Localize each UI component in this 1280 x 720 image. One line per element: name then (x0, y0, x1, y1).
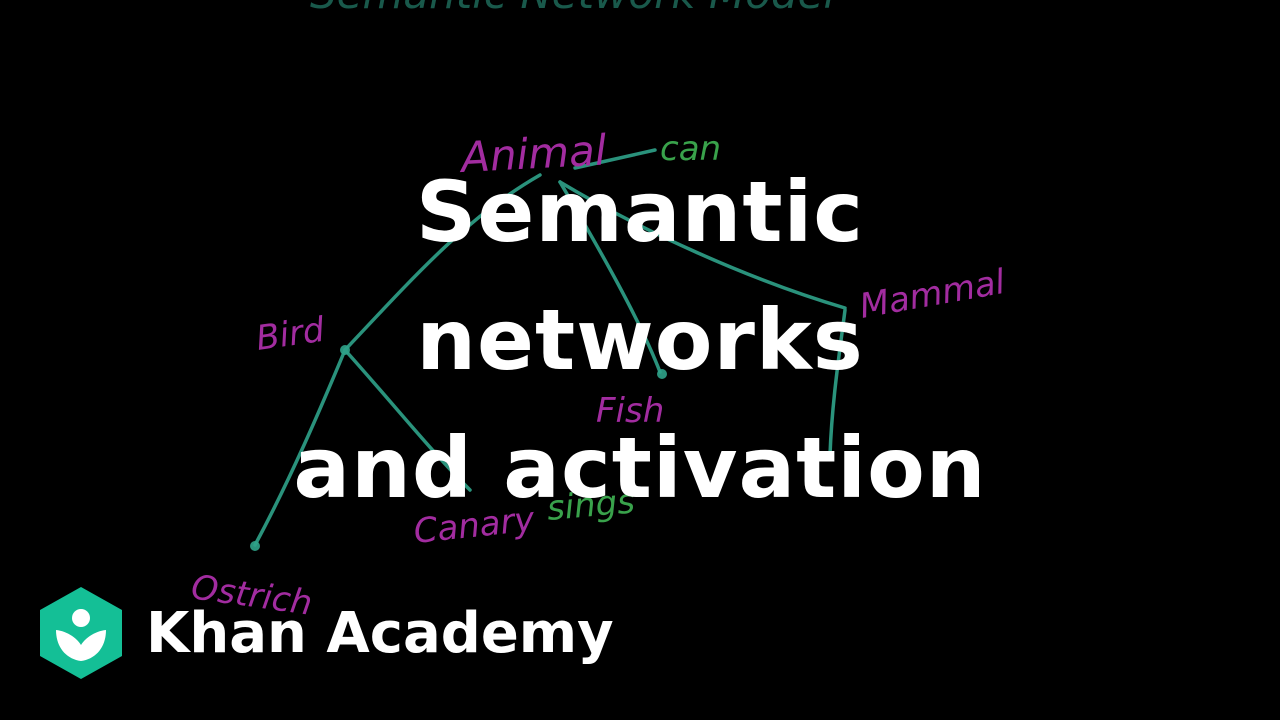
link-animal-fish (558, 180, 662, 374)
khan-academy-brand: Khan Academy (38, 585, 614, 681)
video-title: Semantic networks and activation (0, 148, 1280, 532)
label-bird: Bird (254, 310, 328, 359)
label-animal: Animal (457, 125, 608, 182)
node-fish-dot (657, 369, 667, 379)
label-can: can (660, 129, 721, 169)
link-bird-canary (343, 348, 472, 492)
video-title-line-1: Semantic (415, 163, 865, 261)
node-bird-dot (340, 345, 350, 355)
label-sings: sings (545, 481, 636, 529)
link-bird-ostrich (253, 348, 347, 547)
link-animal-bird (343, 173, 542, 352)
label-fish: Fish (596, 391, 664, 431)
video-title-line-3: and activation (293, 419, 987, 517)
link-animal-can (573, 148, 657, 170)
link-mammal-down (828, 308, 847, 457)
drawing-header-text: Semantic Network Model (310, 0, 835, 18)
node-ostrich-dot (250, 541, 260, 551)
khan-academy-wordmark: Khan Academy (146, 600, 614, 666)
khan-academy-logo-icon (40, 587, 122, 679)
link-animal-mammal (558, 180, 847, 310)
video-title-line-2: networks (416, 291, 864, 389)
